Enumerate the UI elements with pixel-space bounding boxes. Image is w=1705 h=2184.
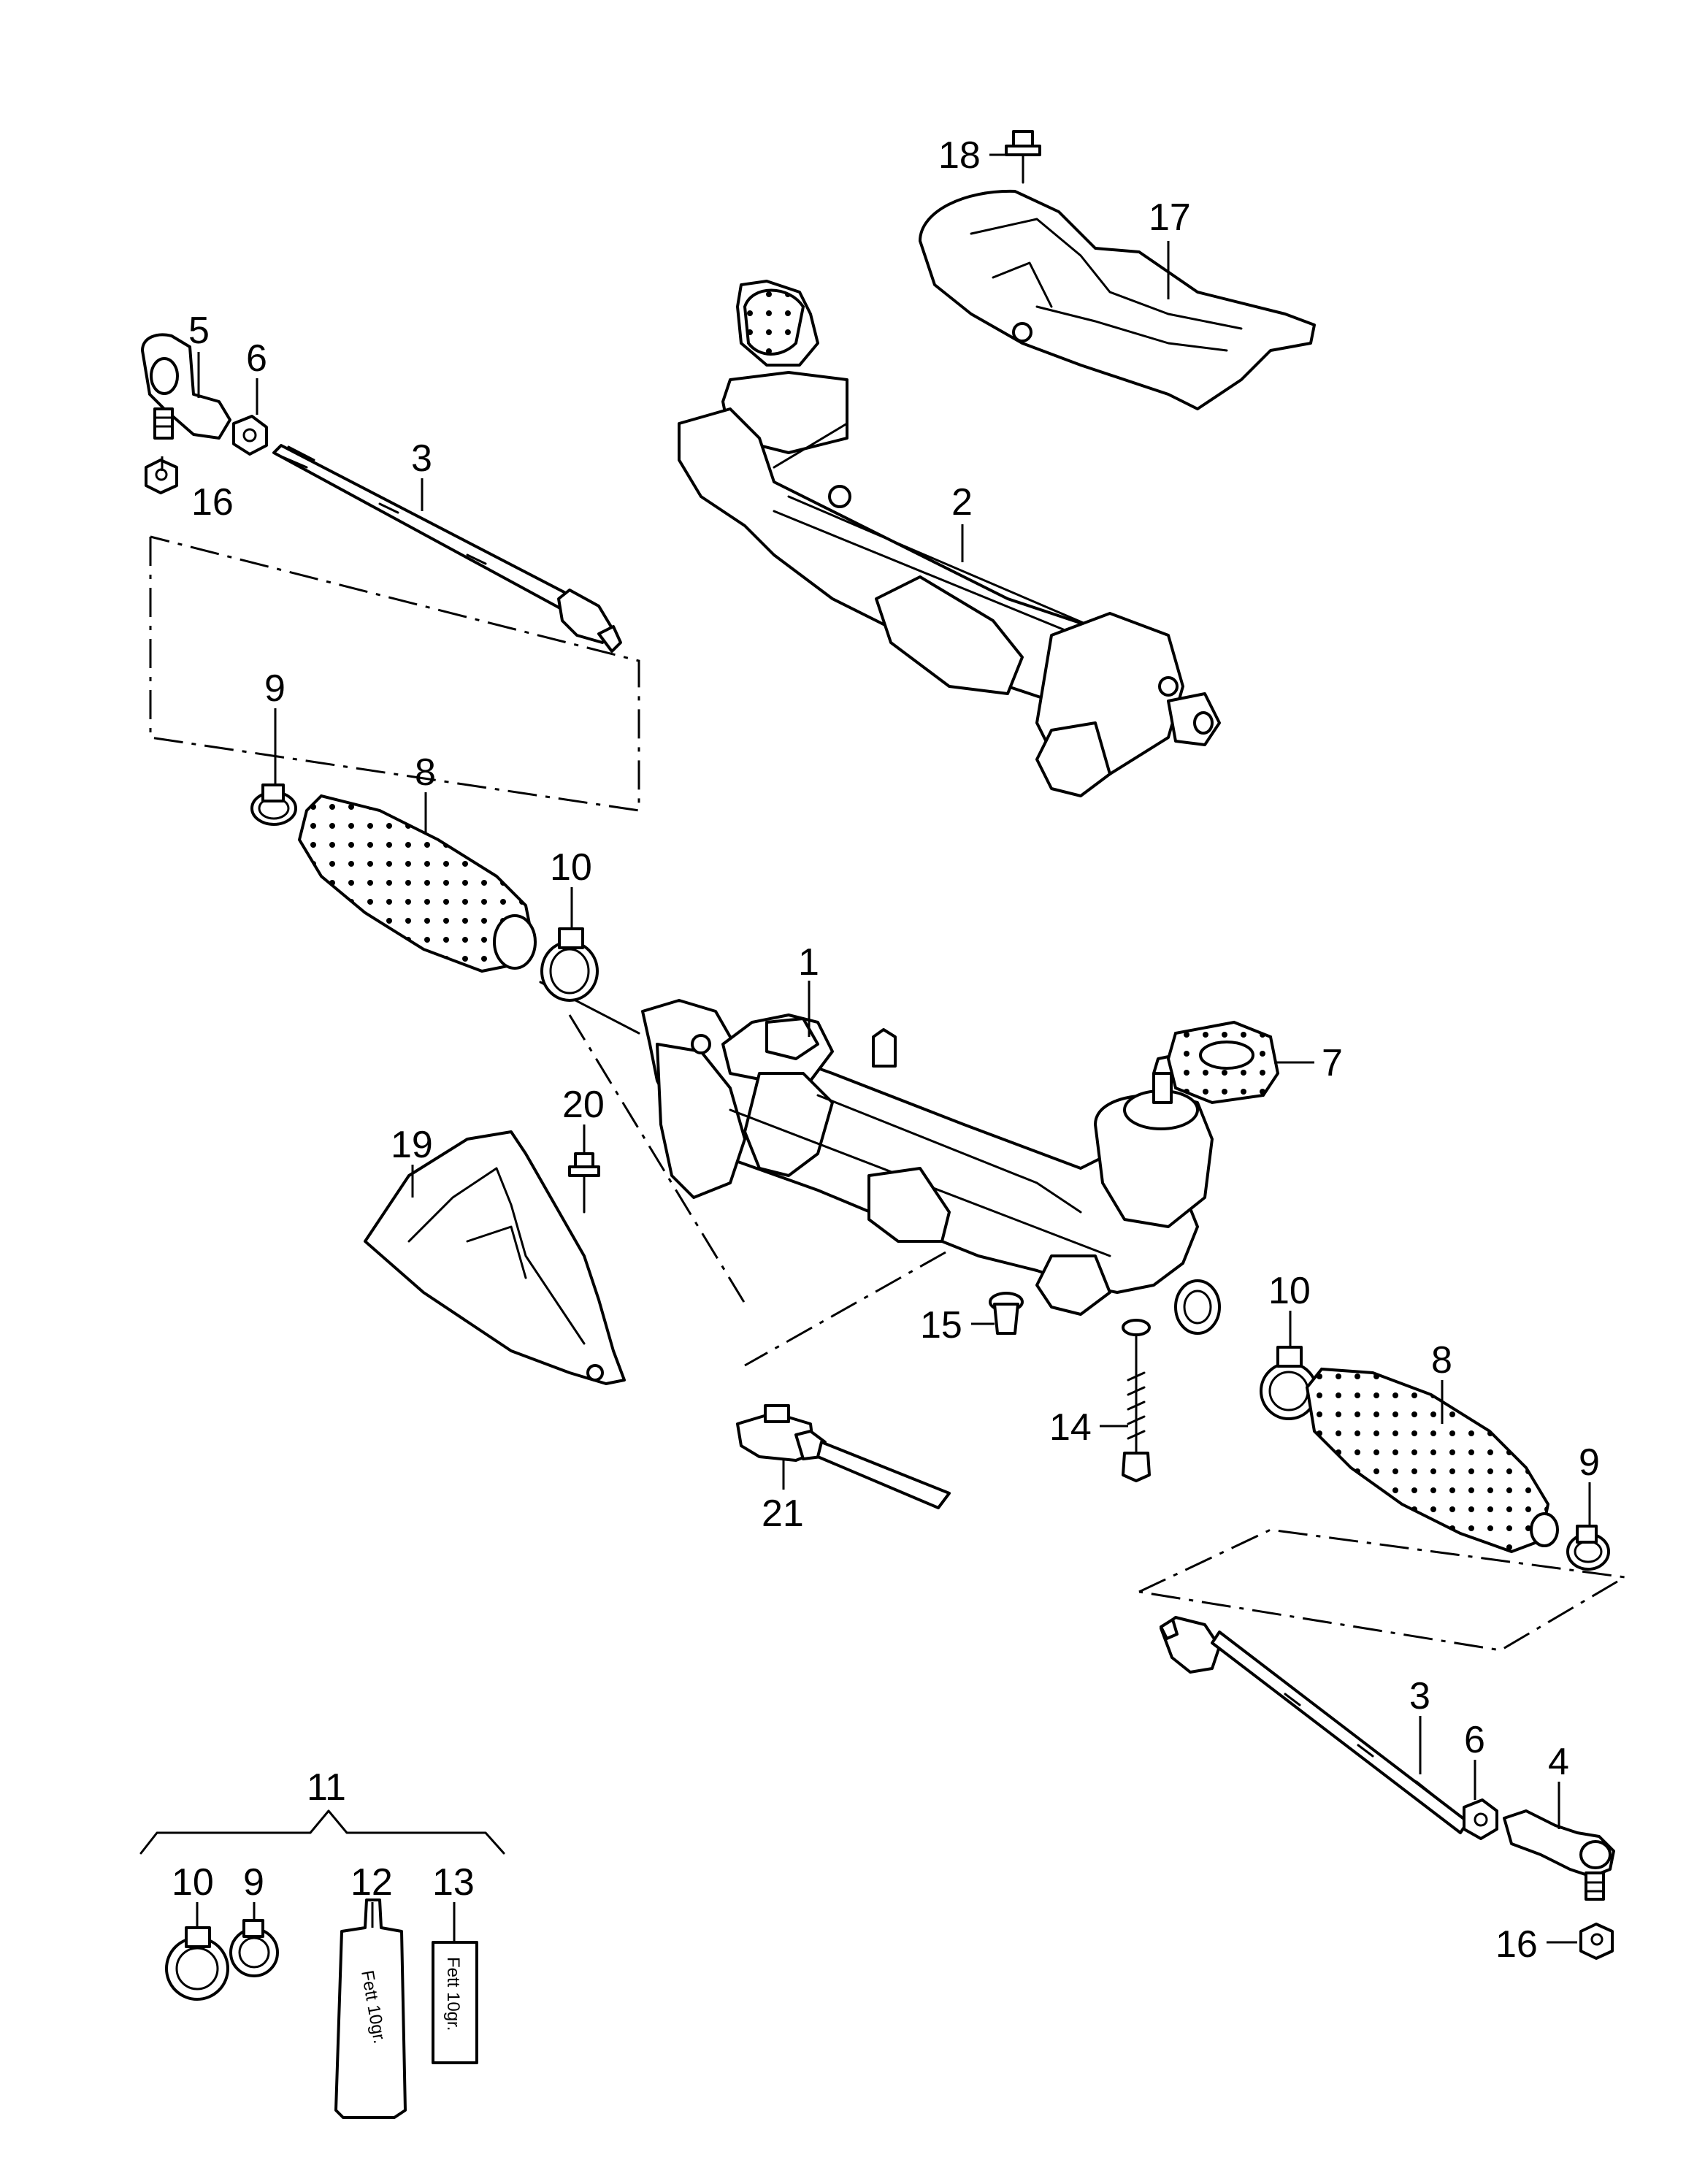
callout-3-right: 3 [1409,1675,1430,1717]
part-4-tie-rod-end-right [1503,1809,1615,1901]
callout-13: 13 [432,1861,475,1904]
callout-16-bottom: 16 [1495,1923,1538,1966]
part-9-clamp-right [1566,1525,1610,1571]
part-10-clamp-left [540,927,599,1002]
callout-6-right: 6 [1464,1719,1485,1761]
callout-5: 5 [188,310,210,352]
part-5-tie-rod-end-left [141,333,231,440]
callout-14: 14 [1049,1406,1092,1449]
callout-1: 1 [798,941,819,984]
callout-18: 18 [938,134,981,177]
part-19-heat-shield [364,1130,626,1385]
part-7-grommet [1166,1020,1280,1105]
callout-10-kit: 10 [172,1861,214,1904]
part-8-boot-right [1305,1367,1559,1554]
callout-10-right: 10 [1268,1270,1311,1312]
part-9-clamp-left [250,783,297,826]
callout-8-left: 8 [415,751,436,794]
part-8-boot-left [297,794,537,973]
kit-part-9-clamp [229,1919,279,1977]
callout-9-right: 9 [1579,1441,1600,1484]
part-18-bolt [1005,130,1041,184]
callout-11: 11 [307,1766,346,1809]
callout-6-left: 6 [246,337,267,380]
part-15-plug [989,1292,1024,1335]
callout-3-left: 3 [411,437,432,480]
part-10-clamp-right [1260,1346,1318,1420]
callout-16-top: 16 [191,481,234,524]
part-3-tie-rod-left [272,444,622,653]
callout-20: 20 [562,1084,605,1126]
part-21-sensor [736,1404,951,1509]
callout-15: 15 [920,1304,962,1346]
part-1-steering-gear [641,999,1221,1335]
part-14-bolt [1122,1319,1151,1482]
kit-11-bracket [139,1809,505,1855]
callout-8-right: 8 [1431,1339,1452,1382]
callout-17: 17 [1149,196,1191,239]
callout-9-left: 9 [264,667,286,710]
kit-part-13-grease-box: Fett 10gr. [432,1941,478,2064]
part-6-nut-left [232,415,268,456]
callout-21: 21 [762,1493,804,1535]
kit-part-12-grease-tube: Fett 10gr. [334,1898,407,2119]
assembly-lines [149,535,1628,1652]
leader-lines [161,153,1591,1944]
part-2-steering-rack-assembly [678,280,1221,797]
callout-19: 19 [391,1124,433,1166]
part-17-heat-shield [919,189,1316,410]
callout-12: 12 [350,1861,393,1904]
callout-2: 2 [951,481,973,524]
part-20-bolt [568,1152,600,1214]
part-3-tie-rod-right [1160,1616,1469,1834]
callout-numbers: 18 17 2 5 6 3 16 9 8 10 1 7 20 19 15 10 … [172,134,1600,1966]
kit-part-10-clamp [165,1926,229,2001]
callout-9-kit: 9 [243,1861,264,1904]
callout-10-left: 10 [550,846,592,889]
callout-4: 4 [1548,1741,1569,1783]
callout-7: 7 [1322,1042,1343,1084]
box-label: Fett 10gr. [443,1957,463,2031]
part-16-nut-bottom [1579,1923,1614,1960]
part-6-nut-right [1463,1798,1498,1840]
